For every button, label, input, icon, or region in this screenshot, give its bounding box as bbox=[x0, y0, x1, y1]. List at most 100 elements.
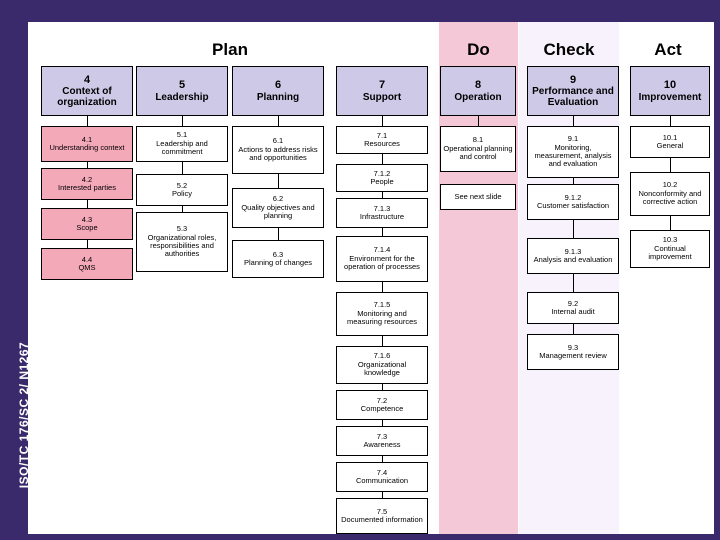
clause-number: 8 bbox=[474, 79, 482, 92]
clause-number: 7.1.3 bbox=[373, 203, 391, 213]
right-frame-band bbox=[714, 0, 720, 540]
clause-number: 10.3 bbox=[662, 235, 678, 245]
connector-line bbox=[278, 228, 279, 240]
connector-line bbox=[382, 456, 383, 462]
clause-number: 9.2 bbox=[567, 298, 579, 308]
clause-title: Monitoring and measuring resources bbox=[346, 308, 418, 327]
clause-number: 9.1.3 bbox=[564, 246, 582, 256]
connector-line bbox=[278, 116, 279, 126]
clause-title: Interested parties bbox=[58, 183, 116, 192]
clause-title: Continual improvement bbox=[648, 243, 692, 262]
clause-title: Understanding context bbox=[49, 143, 125, 152]
clause-box-9-1-3[interactable]: 9.1.3 Analysis and evaluation bbox=[527, 238, 619, 274]
clause-header-10[interactable]: 10 Improvement bbox=[630, 66, 710, 116]
clause-box-7-5[interactable]: 7.5 Documented information bbox=[336, 498, 428, 534]
clause-box-5-1[interactable]: 5.1 Leadership and commitment bbox=[136, 126, 228, 162]
clause-box-7-4[interactable]: 7.4 Communication bbox=[336, 462, 428, 492]
connector-line bbox=[670, 216, 671, 230]
clause-box-7-1[interactable]: 7.1 Resources bbox=[336, 126, 428, 154]
connector-line bbox=[670, 158, 671, 172]
connector-line bbox=[382, 192, 383, 198]
clause-box-7-1-6[interactable]: 7.1.6 Organizational knowledge bbox=[336, 346, 428, 384]
clause-title: Customer satisfaction bbox=[536, 201, 610, 210]
connector-line bbox=[573, 274, 574, 292]
clause-number: 5.2 bbox=[176, 180, 188, 190]
clause-box-6-3[interactable]: 6.3 Planning of changes bbox=[232, 240, 324, 278]
clause-box-7-1-4[interactable]: 7.1.4 Environment for the operation of p… bbox=[336, 236, 428, 282]
clause-box-5-2[interactable]: 5.2 Policy bbox=[136, 174, 228, 206]
clause-title: Planning bbox=[256, 91, 300, 103]
connector-line bbox=[382, 384, 383, 390]
clause-header-7[interactable]: 7 Support bbox=[336, 66, 428, 116]
left-frame-band bbox=[0, 0, 28, 540]
clause-number: 9.3 bbox=[567, 342, 579, 352]
clause-number: 7.1.2 bbox=[373, 168, 391, 178]
clause-box-9-3[interactable]: 9.3 Management review bbox=[527, 334, 619, 370]
connector-line bbox=[382, 420, 383, 426]
clause-box-5-3[interactable]: 5.3 Organizational roles, responsibiliti… bbox=[136, 212, 228, 272]
clause-number: 4.4 bbox=[81, 254, 93, 264]
clause-box-9-1-2[interactable]: 9.1.2 Customer satisfaction bbox=[527, 184, 619, 220]
clause-box-10-2[interactable]: 10.2 Nonconformity and corrective action bbox=[630, 172, 710, 216]
clause-number: 7.5 bbox=[376, 506, 388, 516]
connector-line bbox=[182, 206, 183, 212]
connector-line bbox=[573, 324, 574, 334]
clause-number: 7.1.5 bbox=[373, 300, 391, 310]
clause-box-7-2[interactable]: 7.2 Competence bbox=[336, 390, 428, 420]
clause-title: Context of organization bbox=[57, 85, 117, 109]
clause-header-6[interactable]: 6 Planning bbox=[232, 66, 324, 116]
clause-title: Internal audit bbox=[551, 307, 595, 316]
connector-line bbox=[573, 178, 574, 184]
clause-title: Operational planning and control bbox=[443, 143, 513, 162]
clause-box-4-4[interactable]: 4.4 QMS bbox=[41, 248, 133, 280]
connector-line bbox=[182, 162, 183, 174]
clause-box-10-3[interactable]: 10.3 Continual improvement bbox=[630, 230, 710, 268]
clause-number: 7.1.6 bbox=[373, 351, 391, 361]
clause-header-9[interactable]: 9 Performance and Evaluation bbox=[527, 66, 619, 116]
clause-box-9-2[interactable]: 9.2 Internal audit bbox=[527, 292, 619, 324]
clause-box-7-1-3[interactable]: 7.1.3 Infrastructure bbox=[336, 198, 428, 228]
clause-box-4-1[interactable]: 4.1 Understanding context bbox=[41, 126, 133, 162]
clause-title: Nonconformity and corrective action bbox=[638, 188, 702, 207]
clause-title: QMS bbox=[78, 263, 96, 272]
clause-header-5[interactable]: 5 Leadership bbox=[136, 66, 228, 116]
clause-title: General bbox=[656, 141, 684, 150]
connector-line bbox=[670, 116, 671, 126]
connector-line bbox=[278, 174, 279, 188]
connector-line bbox=[87, 162, 88, 168]
clause-title: People bbox=[370, 177, 394, 186]
clause-title: Communication bbox=[355, 476, 409, 485]
connector-line bbox=[382, 116, 383, 126]
clause-box-10-1[interactable]: 10.1 General bbox=[630, 126, 710, 158]
clause-box-8-1[interactable]: 8.1 Operational planning and control bbox=[440, 126, 516, 172]
next-slide-note[interactable]: See next slide bbox=[440, 184, 516, 210]
clause-box-4-2[interactable]: 4.2 Interested parties bbox=[41, 168, 133, 200]
clause-number: 9.1 bbox=[567, 134, 579, 144]
clause-title: Environment for the operation of process… bbox=[344, 253, 420, 272]
clause-title: Organizational knowledge bbox=[357, 359, 407, 378]
clause-number: 9.1.2 bbox=[564, 192, 582, 202]
clause-box-6-2[interactable]: 6.2 Quality objectives and planning bbox=[232, 188, 324, 228]
clause-title: Performance and Evaluation bbox=[532, 85, 614, 109]
clause-box-7-1-2[interactable]: 7.1.2 People bbox=[336, 164, 428, 192]
clause-number: 5 bbox=[178, 79, 186, 92]
clause-header-8[interactable]: 8 Operation bbox=[440, 66, 516, 116]
clause-box-4-3[interactable]: 4.3 Scope bbox=[41, 208, 133, 240]
clause-header-4[interactable]: 4 Context of organization bbox=[41, 66, 133, 116]
clause-title: Leadership bbox=[155, 91, 209, 103]
clause-box-7-1-5[interactable]: 7.1.5 Monitoring and measuring resources bbox=[336, 292, 428, 336]
clause-box-9-1[interactable]: 9.1 Monitoring, measurement, analysis an… bbox=[527, 126, 619, 178]
clause-title: Competence bbox=[360, 404, 404, 413]
connector-line bbox=[87, 240, 88, 248]
standard-reference-label: ISO/TC 176/SC 2/ N1267 bbox=[17, 341, 31, 489]
connector-line bbox=[382, 336, 383, 346]
connector-line bbox=[87, 116, 88, 126]
clause-title: Leadership and commitment bbox=[156, 138, 208, 157]
clause-box-6-1[interactable]: 6.1 Actions to address risks and opportu… bbox=[232, 126, 324, 174]
clause-number: 6 bbox=[274, 79, 282, 92]
clause-number: 7 bbox=[378, 79, 386, 92]
clause-number: 4.3 bbox=[81, 214, 93, 224]
clause-title: Operation bbox=[454, 91, 502, 103]
clause-box-7-3[interactable]: 7.3 Awareness bbox=[336, 426, 428, 456]
connector-line bbox=[382, 228, 383, 236]
